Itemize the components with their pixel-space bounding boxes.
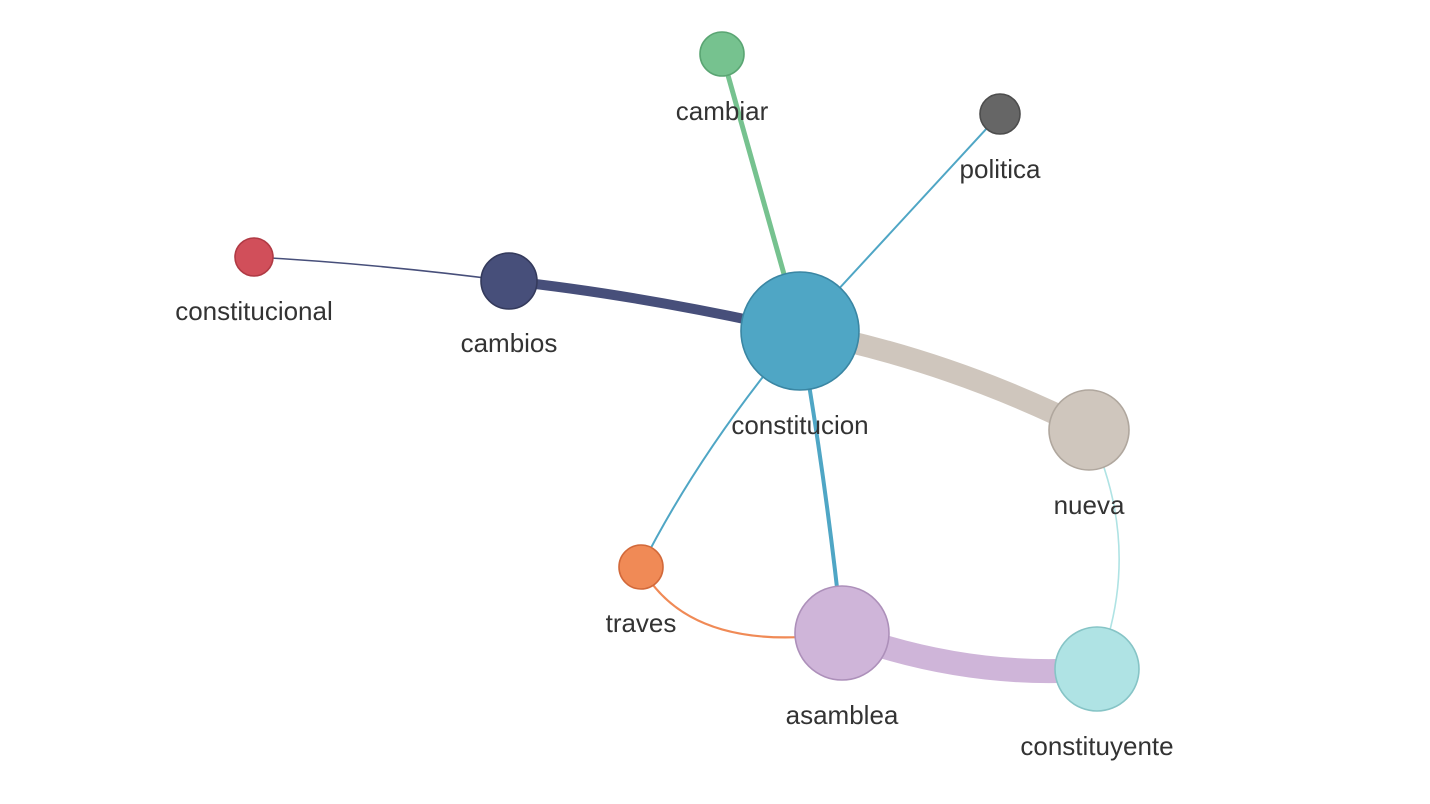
labels-layer: constitucion cambios constitucional cambiar… <box>175 96 1173 761</box>
node-traves[interactable] <box>618 544 664 590</box>
node-constitucion[interactable] <box>740 271 860 391</box>
node-cambios[interactable] <box>480 252 538 310</box>
node-label-constitucional: constitucional <box>175 296 333 326</box>
node-politica[interactable] <box>979 93 1021 135</box>
node-constitucional[interactable] <box>234 237 274 277</box>
nodes-layer <box>234 31 1140 712</box>
node-label-constitucion: constitucion <box>731 410 868 440</box>
node-label-asamblea: asamblea <box>786 700 899 730</box>
node-constituyente[interactable] <box>1054 626 1140 712</box>
node-cambiar[interactable] <box>699 31 745 77</box>
node-label-cambios: cambios <box>461 328 558 358</box>
node-asamblea[interactable] <box>794 585 890 681</box>
node-label-cambiar: cambiar <box>676 96 769 126</box>
node-label-politica: politica <box>960 154 1041 184</box>
node-label-nueva: nueva <box>1054 490 1125 520</box>
edges-layer <box>253 53 1120 684</box>
node-label-traves: traves <box>606 608 677 638</box>
node-label-constituyente: constituyente <box>1020 731 1173 761</box>
node-nueva[interactable] <box>1048 389 1130 471</box>
edge-constitucional-cambios <box>253 256 510 282</box>
